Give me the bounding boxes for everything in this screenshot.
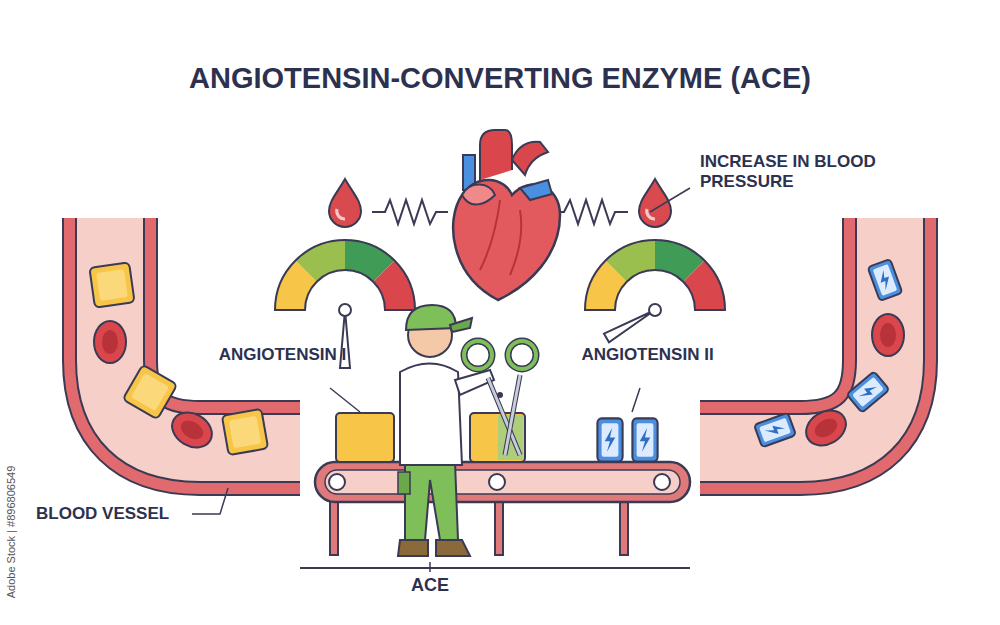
blood-vessel-left <box>89 218 300 455</box>
blood-vessel-right <box>700 218 904 452</box>
leader-line <box>429 562 431 572</box>
pulse-line <box>552 200 628 224</box>
callout-label: INCREASE IN BLOOD PRESSURE <box>700 152 930 191</box>
conveyor-belt <box>300 462 690 568</box>
pulse-line <box>372 200 448 224</box>
watermark: Adobe Stock | #896806549 <box>5 432 18 625</box>
cut-block <box>470 413 525 462</box>
leader-line <box>192 488 228 514</box>
callout-label: BLOOD VESSEL <box>36 504 196 524</box>
diagram-title: ANGIOTENSIN-CONVERTING ENZYME (ACE) <box>0 62 1000 95</box>
leader-line <box>650 188 690 212</box>
callout-label: ANGIOTENSIN I <box>215 345 350 365</box>
leader-line <box>632 388 640 412</box>
pressure-gauge-left <box>275 179 415 368</box>
leader-line <box>330 388 360 412</box>
heart-illustration <box>453 130 560 300</box>
callout-label: ANGIOTENSIN II <box>580 345 715 365</box>
angiotensin-i-block <box>336 413 394 462</box>
scissors <box>464 341 536 455</box>
ace-worker <box>398 305 494 556</box>
pressure-gauge-right <box>585 179 725 342</box>
callout-label: ACE <box>400 575 460 596</box>
